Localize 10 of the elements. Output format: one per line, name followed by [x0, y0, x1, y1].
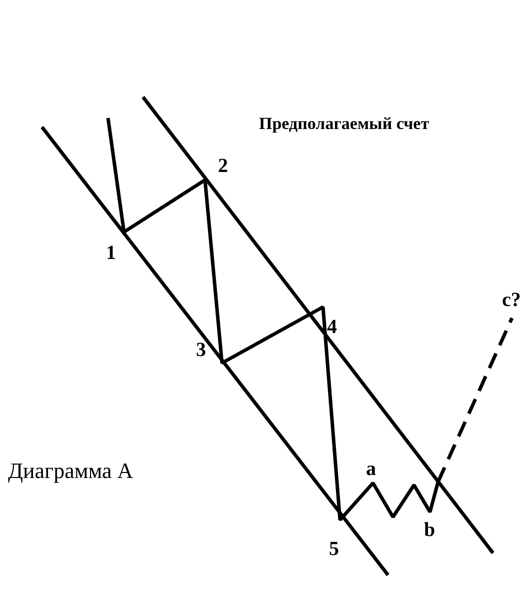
wave-label: a — [366, 459, 376, 479]
wave-number: 1 — [106, 243, 116, 263]
diagram-caption: Диаграмма А — [8, 460, 134, 482]
wave-number: 2 — [218, 156, 228, 176]
chart-heading: Предполагаемый счет — [259, 115, 430, 132]
wave-label: b — [424, 520, 436, 540]
wave-label: c? — [502, 290, 521, 310]
wave-number: 4 — [327, 317, 337, 337]
wave-number: 3 — [196, 340, 206, 360]
wave-number: 5 — [329, 539, 339, 559]
